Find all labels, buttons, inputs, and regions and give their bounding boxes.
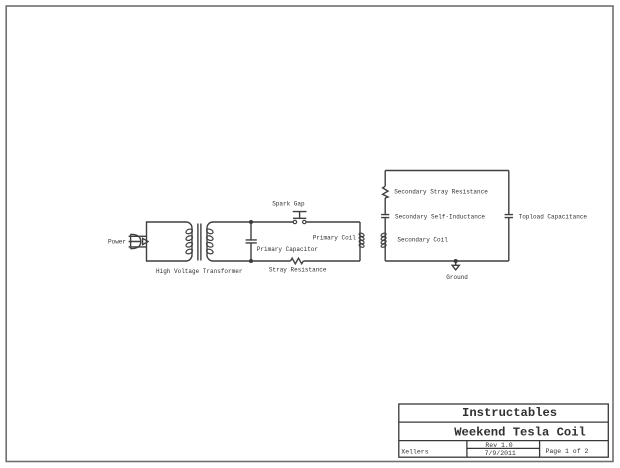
svg-text:Xellers: Xellers: [401, 449, 428, 456]
svg-text:Spark Gap: Spark Gap: [272, 201, 305, 208]
svg-text:Rev 1.0: Rev 1.0: [485, 442, 512, 449]
svg-text:Ground: Ground: [446, 274, 468, 281]
svg-text:Page 1 of 2: Page 1 of 2: [546, 448, 589, 455]
svg-text:Secondary Self-Inductance: Secondary Self-Inductance: [395, 214, 485, 221]
svg-text:Secondary Coil: Secondary Coil: [397, 237, 448, 244]
svg-text:Instructables: Instructables: [462, 406, 557, 420]
svg-text:Primary Coil: Primary Coil: [313, 235, 357, 242]
svg-text:7/9/2011: 7/9/2011: [485, 450, 516, 457]
svg-text:Secondary Stray Resistance: Secondary Stray Resistance: [394, 189, 488, 196]
svg-text:Topload Capacitance: Topload Capacitance: [519, 213, 588, 220]
svg-text:Weekend Tesla Coil: Weekend Tesla Coil: [454, 426, 586, 440]
svg-text:High Voltage Transformer: High Voltage Transformer: [156, 268, 243, 275]
svg-text:Stray Resistance: Stray Resistance: [269, 267, 327, 274]
svg-text:Primary Capacitor: Primary Capacitor: [257, 246, 319, 253]
svg-text:Power: Power: [108, 239, 126, 246]
